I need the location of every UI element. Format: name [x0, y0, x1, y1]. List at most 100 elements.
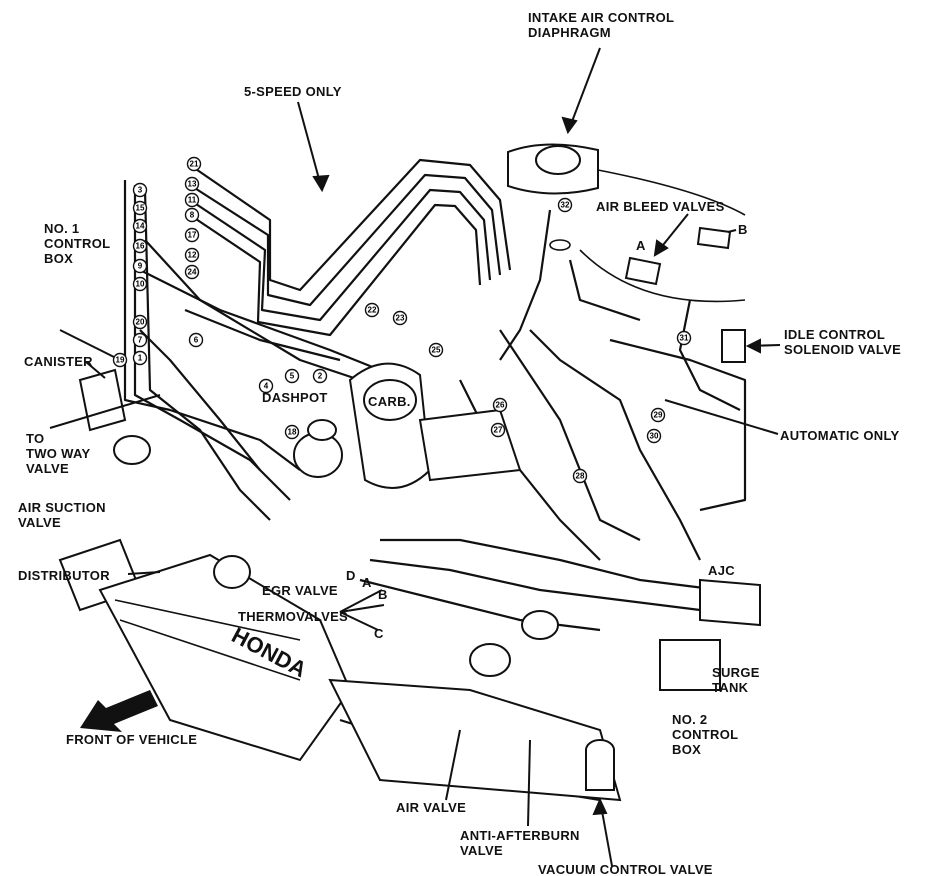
hose-number-29: 29 — [650, 407, 666, 423]
svg-text:19: 19 — [116, 356, 125, 365]
hose-number-30: 30 — [646, 428, 662, 444]
svg-text:6: 6 — [194, 336, 199, 345]
hose-number-28: 28 — [572, 468, 588, 484]
vacuum-hose-bundle — [123, 158, 747, 802]
hose-number-20: 2 — [312, 368, 328, 384]
label-air-suction-valve: AIR SUCTION VALVE — [18, 500, 106, 530]
air-bleed-valve-a — [624, 256, 662, 286]
label-bleed-b: B — [738, 222, 748, 237]
intake-manifold — [328, 678, 622, 802]
label-bleed-a: A — [636, 238, 646, 253]
svg-text:8: 8 — [190, 211, 195, 220]
label-to-two-way-valve: TO TWO WAY VALVE — [26, 431, 91, 476]
label-air-valve: AIR VALVE — [396, 800, 467, 815]
hose-number-19: 5 — [284, 368, 300, 384]
hose-number-17: 19 — [112, 352, 128, 368]
label-five-speed-only: 5-SPEED ONLY — [244, 84, 342, 99]
svg-text:17: 17 — [188, 231, 197, 240]
svg-text:1: 1 — [138, 354, 143, 363]
front-of-vehicle-arrow — [80, 690, 158, 732]
svg-text:12: 12 — [188, 251, 197, 260]
hose-number-9: 15 — [132, 200, 148, 216]
svg-text:23: 23 — [396, 314, 405, 323]
hose-number-1: 21 — [186, 156, 202, 172]
label-idle-control-solenoid-valve: IDLE CONTROL SOLENOID VALVE — [784, 327, 902, 357]
label-canister: CANISTER — [24, 354, 93, 369]
label-intake-air-control-diaphragm: INTAKE AIR CONTROL DIAPHRAGM — [528, 10, 675, 40]
hose-number-15: 7 — [132, 332, 148, 348]
hose-number-14: 20 — [132, 314, 148, 330]
hose-number-18: 1 — [132, 350, 148, 366]
svg-text:9: 9 — [138, 262, 143, 271]
hose-number-25: 25 — [428, 342, 444, 358]
svg-text:16: 16 — [136, 242, 145, 251]
hose-number-24: 23 — [392, 310, 408, 326]
label-thermovalve-a: A — [362, 575, 372, 590]
hose-number-5: 17 — [184, 227, 200, 243]
label-distributor: DISTRIBUTOR — [18, 568, 110, 583]
svg-text:28: 28 — [576, 472, 585, 481]
hose-number-31: 31 — [676, 330, 692, 346]
svg-text:10: 10 — [136, 280, 145, 289]
label-air-bleed-valves: AIR BLEED VALVES — [596, 199, 725, 214]
svg-text:32: 32 — [561, 201, 570, 210]
hose-number-6: 12 — [184, 247, 200, 263]
hose-number-8: 3 — [132, 182, 148, 198]
label-vacuum-control-valve: VACUUM CONTROL VALVE — [538, 862, 713, 876]
canister-body — [78, 368, 127, 432]
air-valve-body — [469, 643, 511, 677]
label-thermovalve-b: B — [378, 587, 388, 602]
label-dashpot: DASHPOT — [262, 390, 328, 405]
svg-text:25: 25 — [432, 346, 441, 355]
egr-valve-body — [213, 555, 251, 589]
hose-number-12: 9 — [132, 258, 148, 274]
hose-number-32: 32 — [557, 197, 573, 213]
hose-number-4: 8 — [184, 207, 200, 223]
label-anti-afterburn-valve: ANTI-AFTERBURN VALVE — [460, 828, 580, 858]
hose-number-7: 24 — [184, 264, 200, 280]
label-thermovalve-d: D — [346, 568, 356, 583]
svg-text:4: 4 — [264, 382, 269, 391]
label-surge-tank: SURGE TANK — [712, 665, 760, 695]
svg-text:30: 30 — [650, 432, 659, 441]
anti-afterburn-valve-body — [521, 610, 559, 640]
hose-number-3: 11 — [184, 192, 200, 208]
hose-number-13: 10 — [132, 276, 148, 292]
label-thermovalves: THERMOVALVES — [238, 609, 349, 624]
svg-text:5: 5 — [290, 372, 295, 381]
ajc-body — [699, 578, 761, 627]
label-no2-control-box: NO. 2 CONTROL BOX — [672, 712, 739, 757]
svg-text:7: 7 — [138, 336, 143, 345]
hose-number-10: 14 — [132, 218, 148, 234]
svg-text:13: 13 — [188, 180, 197, 189]
label-ajc: AJC — [708, 563, 735, 578]
air-suction-valve-body — [113, 435, 151, 465]
svg-text:29: 29 — [654, 411, 663, 420]
hose-number-11: 16 — [132, 238, 148, 254]
hose-number-23: 22 — [364, 302, 380, 318]
svg-text:2: 2 — [318, 372, 323, 381]
svg-text:20: 20 — [136, 318, 145, 327]
hose-number-16: 6 — [188, 332, 204, 348]
svg-text:11: 11 — [188, 196, 197, 205]
hose-number-22: 18 — [284, 424, 300, 440]
label-carb: CARB. — [368, 394, 411, 409]
svg-text:15: 15 — [136, 204, 145, 213]
svg-text:21: 21 — [190, 160, 199, 169]
svg-text:18: 18 — [288, 428, 297, 437]
hose-number-2: 13 — [184, 176, 200, 192]
surge-tank-body — [659, 639, 721, 691]
label-egr-valve: EGR VALVE — [262, 583, 338, 598]
label-no1-control-box: NO. 1 CONTROL BOX — [44, 221, 111, 266]
idle-solenoid-body — [721, 329, 746, 363]
svg-text:22: 22 — [368, 306, 377, 315]
hose-number-26: 26 — [492, 397, 508, 413]
label-thermovalve-c: C — [374, 626, 384, 641]
intake-air-control-diaphragm — [507, 143, 599, 195]
svg-text:27: 27 — [494, 426, 503, 435]
air-bleed-valve-b — [696, 226, 732, 250]
svg-text:14: 14 — [136, 222, 145, 231]
